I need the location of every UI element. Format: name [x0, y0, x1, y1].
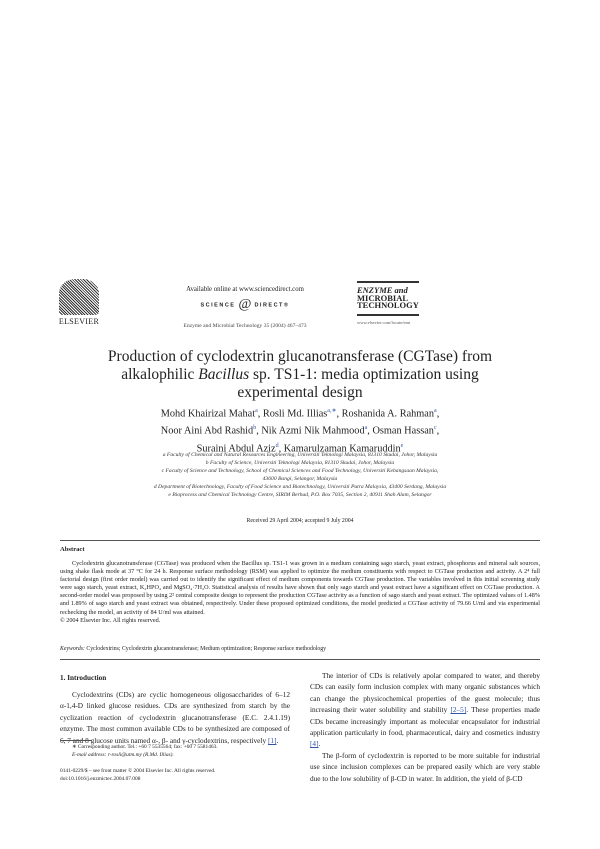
- abstract-text: Cyclodextrin glucanotransferase (CGTase)…: [60, 560, 540, 616]
- author-name: Osman Hassan: [372, 425, 434, 437]
- affiliation: 43600 Bangi, Selangor, Malaysia: [262, 476, 338, 482]
- author-name: Nik Azmi Nik Mahmood: [261, 425, 365, 437]
- abstract-copyright: © 2004 Elsevier Inc. All rights reserved…: [60, 616, 161, 624]
- elsevier-logo: ELSEVIER: [56, 279, 102, 327]
- sd-right: DIRECT®: [254, 302, 290, 309]
- sd-left: SCIENCE: [200, 302, 236, 309]
- affiliation: e Bioprocess and Chemical Technology Cen…: [168, 492, 432, 498]
- divider: [357, 313, 419, 316]
- affiliation-marker[interactable]: a: [364, 425, 368, 432]
- copyright-block: 0141-0229/$ – see front matter © 2004 El…: [60, 767, 300, 783]
- paragraph: The interior of CDs is relatively apolar…: [310, 671, 540, 749]
- keywords: Keywords: Cyclodextrins; Cyclodextrin gl…: [60, 646, 540, 652]
- left-column: Cyclodextrins (CDs) are cyclic homogeneo…: [60, 689, 290, 746]
- title-genus: Bacillus: [198, 366, 250, 383]
- affiliation: c Faculty of Science and Technology, Sch…: [161, 468, 439, 474]
- journal-url[interactable]: www.elsevier.com/locate/emt: [357, 319, 411, 325]
- affiliation-marker[interactable]: c: [433, 425, 437, 432]
- author-list: Mohd Khairizal Mahata, Rosli Md. Illiasa…: [160, 408, 440, 455]
- affiliation-marker[interactable]: e: [400, 442, 404, 449]
- issn-line: 0141-0229/$ – see front matter © 2004 El…: [60, 768, 216, 774]
- affiliation-marker[interactable]: b: [253, 425, 257, 432]
- paragraph: The β-form of cyclodextrin is reported t…: [310, 750, 540, 783]
- available-online[interactable]: Available online at www.sciencedirect.co…: [186, 286, 304, 293]
- author-name: Roshanida A. Rahman: [341, 408, 435, 420]
- doi-line[interactable]: doi:10.1016/j.enzmictec.2004.07.008: [60, 776, 141, 782]
- divider: [60, 659, 540, 660]
- paragraph-text: The interior of CDs is relatively apolar…: [310, 671, 540, 715]
- abstract-body: Cyclodextrin glucanotransferase (CGTase)…: [60, 560, 540, 625]
- abstract-heading: Abstract: [60, 546, 85, 553]
- article-title: Production of cyclodextrin glucanotransf…: [60, 348, 540, 402]
- journal-logo: ENZYME and MICROBIAL TECHNOLOGY www.else…: [357, 281, 419, 325]
- keywords-label: Keywords:: [60, 646, 85, 652]
- journal-logo-line: MICROBIAL: [357, 292, 409, 303]
- title-text: alkalophilic: [121, 366, 199, 383]
- elsevier-wordmark: ELSEVIER: [58, 317, 100, 326]
- affiliation-marker[interactable]: a,∗: [327, 408, 337, 414]
- paragraph: Cyclodextrins (CDs) are cyclic homogeneo…: [60, 690, 290, 745]
- received-dates: Received 29 April 2004; accepted 9 July …: [246, 518, 354, 524]
- affiliation-marker[interactable]: a: [434, 408, 437, 414]
- email-address[interactable]: E-mail address: r-rosli@utm.my (R.Md. Il…: [72, 752, 174, 758]
- sd-at-icon: @: [238, 297, 252, 312]
- title-line: experimental design: [237, 384, 363, 401]
- author-name: Kamarulzaman Kamaruddin: [283, 443, 401, 455]
- affiliation: b Faculty of Science, Universiti Teknolo…: [205, 460, 395, 466]
- author-name: Suraini Abdul Aziz: [196, 443, 276, 455]
- keywords-text: Cyclodextrins; Cyclodextrin glucanotrans…: [86, 646, 327, 652]
- sciencedirect-logo: SCIENCE @ DIRECT®: [150, 297, 340, 313]
- journal-logo-line: ENZYME and: [357, 285, 408, 295]
- section-heading: 1. Introduction: [60, 674, 107, 682]
- title-text: sp. TS1-1: media optimization using: [249, 366, 479, 383]
- author-name: Noor Aini Abd Rashid: [160, 425, 254, 437]
- affiliation-marker[interactable]: a: [255, 408, 258, 414]
- journal-citation: Enzyme and Microbial Technology 35 (2004…: [183, 323, 307, 329]
- affiliation: d Department of Biotechnology, Faculty o…: [153, 484, 447, 490]
- author-name: Mohd Khairizal Mahat: [160, 408, 256, 420]
- paragraph-text: Cyclodextrins (CDs) are cyclic homogeneo…: [60, 690, 290, 745]
- citation-link[interactable]: [4]: [310, 739, 319, 749]
- author-name: Rosli Md. Illias: [262, 408, 328, 420]
- citation-link[interactable]: [1]: [267, 735, 277, 745]
- elsevier-tree-icon: [59, 279, 99, 315]
- footnote-divider: [60, 740, 92, 741]
- title-line: Production of cyclodextrin glucanotransf…: [107, 348, 493, 365]
- affiliation-marker[interactable]: d: [275, 442, 279, 449]
- footnotes: ∗ Corresponding author. Tel.: +60 7 5535…: [60, 743, 295, 759]
- paragraph-text: . These properties made CDs became incre…: [310, 705, 540, 738]
- right-column: The interior of CDs is relatively apolar…: [310, 670, 540, 784]
- citation-link[interactable]: [2–5]: [450, 705, 467, 715]
- journal-logo-line: TECHNOLOGY: [357, 300, 419, 310]
- affiliation: a Faculty of Chemical and Natural Resour…: [162, 452, 438, 458]
- corresponding-author: ∗ Corresponding author. Tel.: +60 7 5535…: [72, 744, 218, 750]
- divider: [357, 281, 419, 283]
- affiliations: a Faculty of Chemical and Natural Resour…: [60, 451, 540, 499]
- title-line: alkalophilic Bacillus sp. TS1-1: media o…: [60, 366, 540, 384]
- divider: [60, 540, 540, 541]
